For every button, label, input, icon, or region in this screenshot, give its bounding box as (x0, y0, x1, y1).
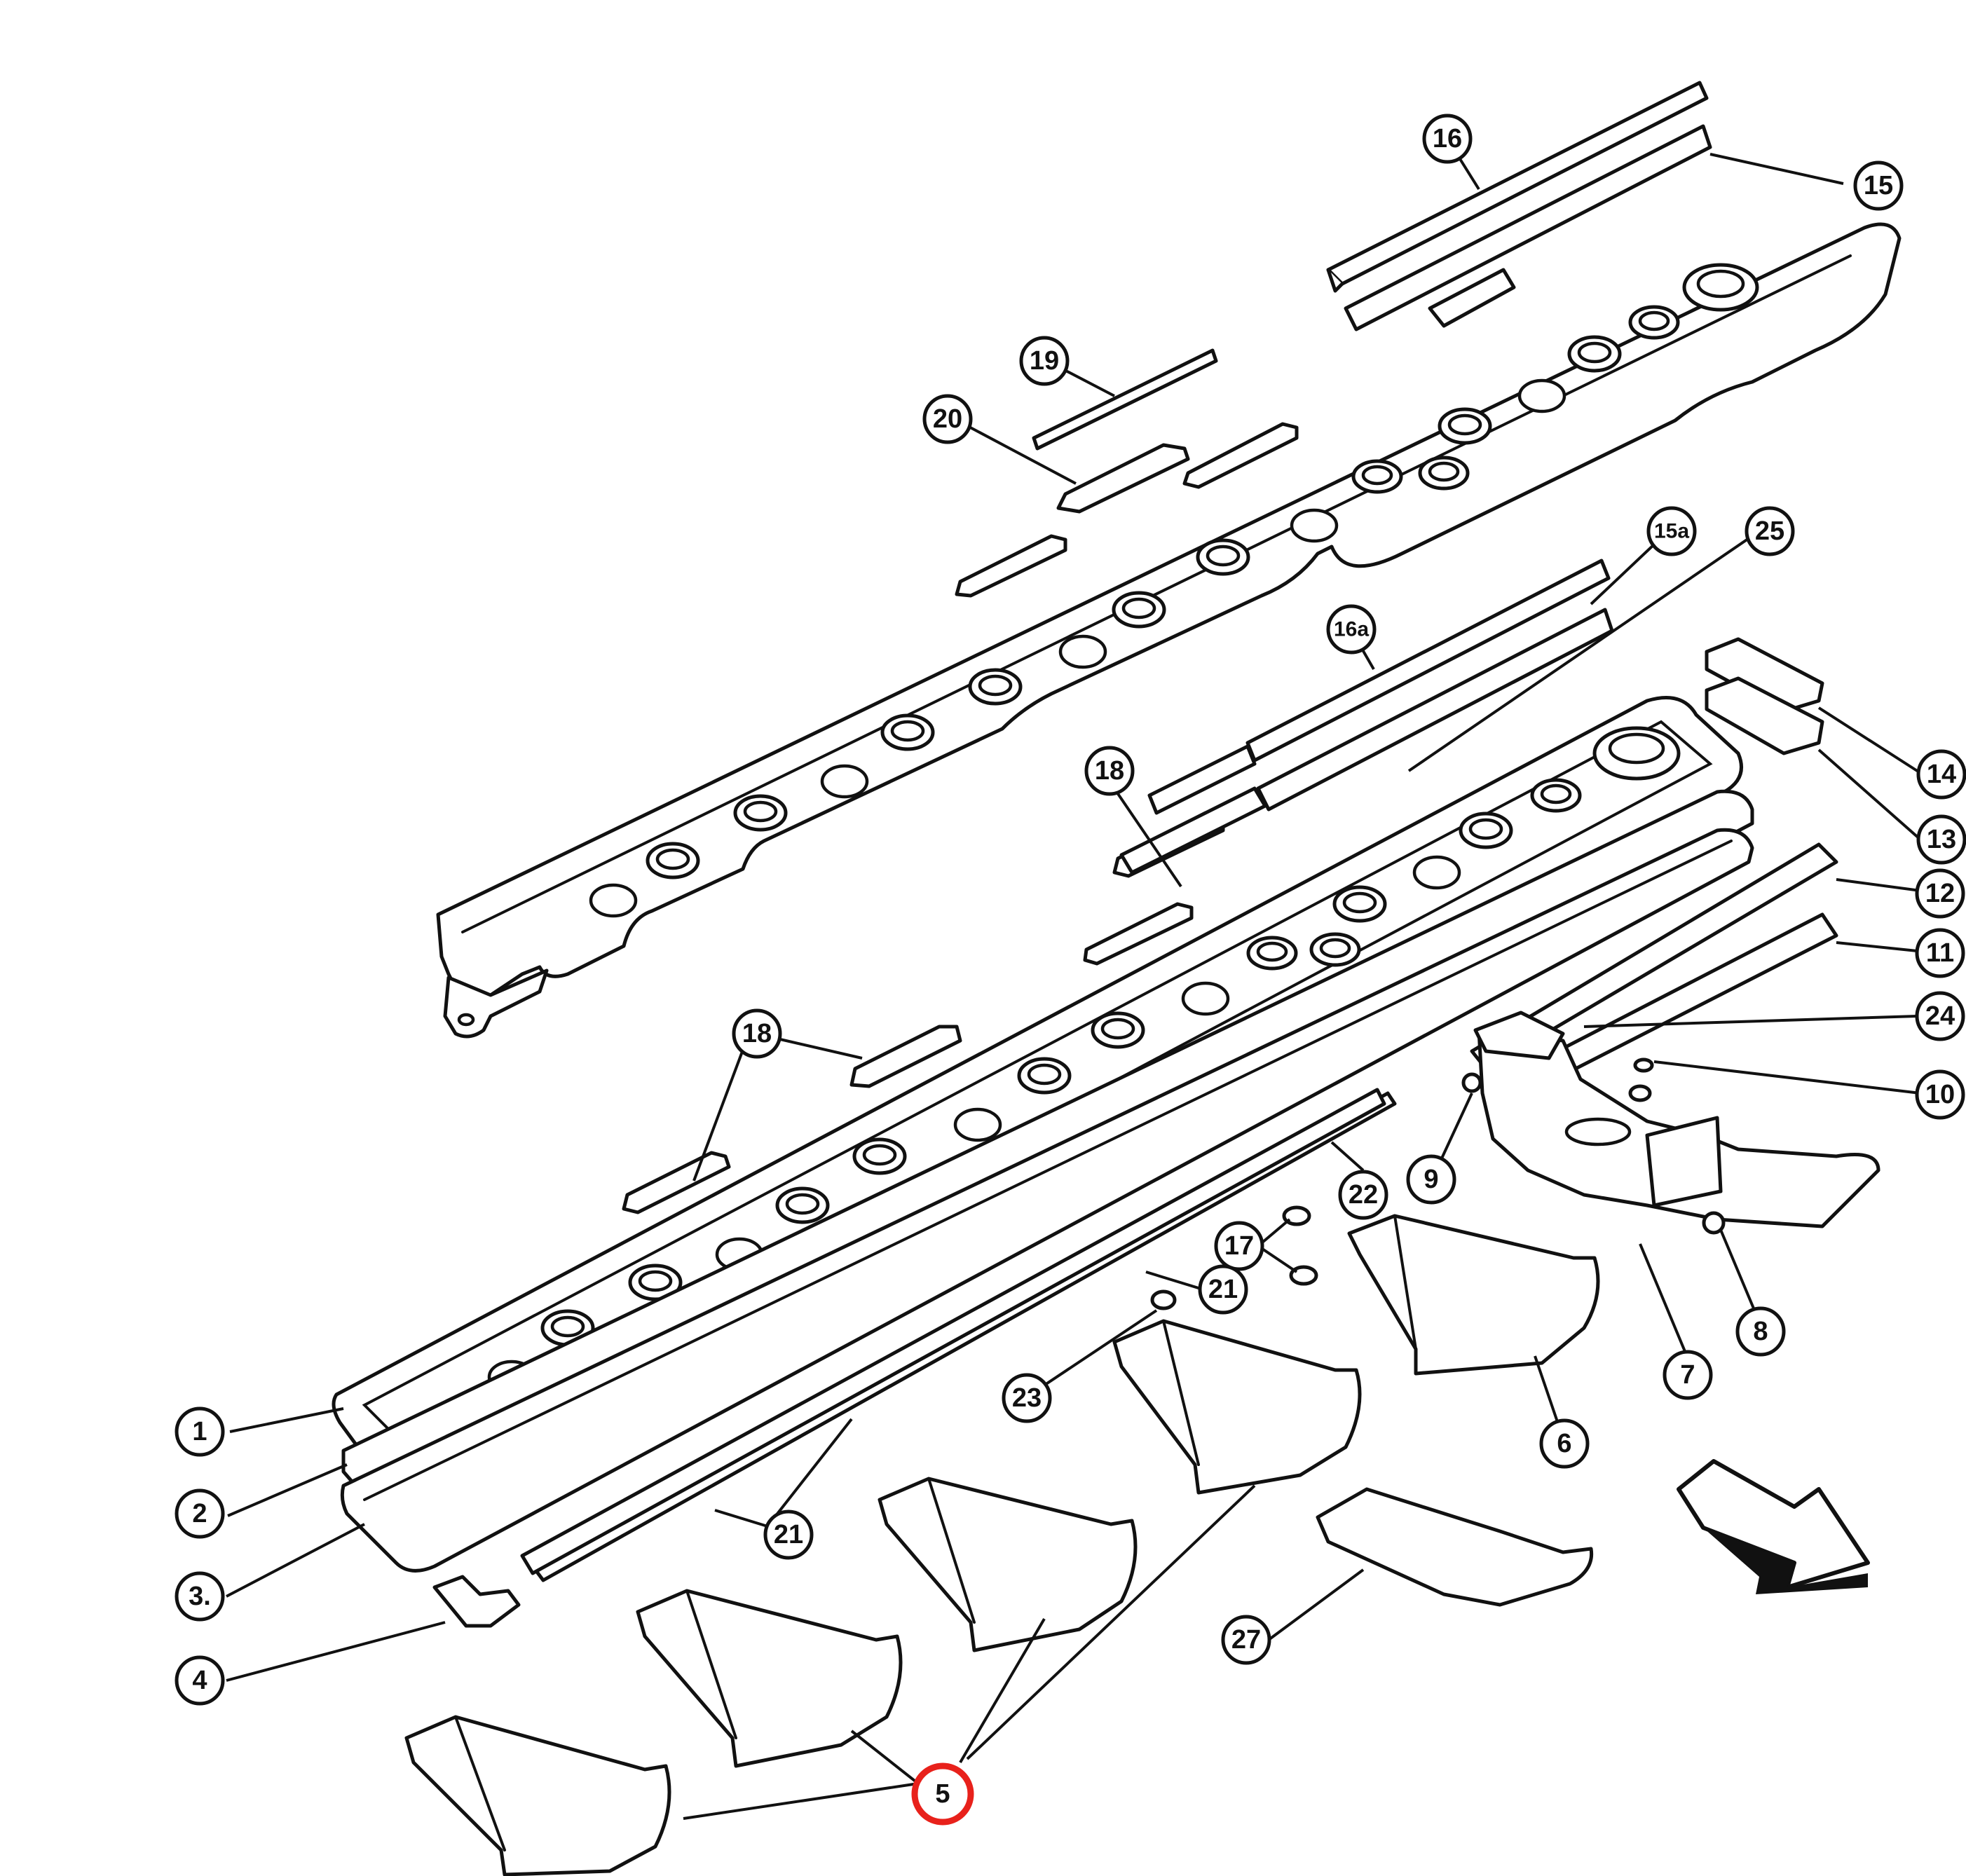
fastener-17 (1282, 1205, 1318, 1286)
bolt-8 (1702, 1211, 1726, 1235)
callout-2: 2 (175, 1488, 225, 1539)
svg-text:1: 1 (192, 1417, 207, 1446)
callout-19: 19 (1019, 336, 1070, 386)
drive-bracket-7 (1477, 1028, 1880, 1228)
svg-text:2: 2 (192, 1499, 207, 1528)
svg-text:17: 17 (1224, 1231, 1254, 1261)
svg-text:5: 5 (935, 1779, 950, 1809)
callout-11: 11 (1915, 928, 1965, 978)
skid-shoe-5-d (404, 1715, 671, 1876)
callout-13: 13 (1916, 814, 1966, 865)
upper-bar-tabs (955, 422, 1299, 598)
callout-17: 17 (1214, 1221, 1264, 1271)
clip-4 (432, 1575, 521, 1628)
callout-16: 16 (1422, 114, 1473, 164)
callout-15a: 15a (1646, 506, 1697, 556)
part-19-strip (1032, 348, 1218, 451)
svg-text:6: 6 (1557, 1429, 1571, 1458)
callout-4: 4 (175, 1655, 225, 1706)
callout-22: 22 (1338, 1170, 1388, 1220)
callout-5-highlighted[interactable]: 5 (911, 1762, 974, 1826)
callout-20: 20 (922, 394, 973, 444)
callout-21-upper: 21 (1198, 1264, 1248, 1315)
rail-16 (1326, 81, 1709, 293)
svg-text:12: 12 (1925, 879, 1955, 908)
direction-arrow-icon (1677, 1459, 1870, 1594)
callout-16a: 16a (1326, 604, 1377, 655)
svg-text:19: 19 (1030, 346, 1059, 376)
svg-text:16a: 16a (1334, 618, 1369, 641)
svg-text:22: 22 (1349, 1180, 1378, 1210)
svg-text:9: 9 (1424, 1165, 1438, 1194)
upper-bar-bosses (589, 263, 1759, 918)
svg-text:4: 4 (192, 1666, 207, 1695)
block-14 (1705, 637, 1824, 713)
upper-cutter-bar (436, 222, 1902, 1039)
svg-text:27: 27 (1231, 1625, 1261, 1655)
svg-text:15: 15 (1864, 171, 1893, 200)
svg-text:21: 21 (1208, 1275, 1238, 1304)
callout-21-lower: 21 (763, 1509, 814, 1560)
skid-shoe-5-b (878, 1477, 1138, 1652)
rail-16a (1147, 559, 1611, 815)
callout-18-upper: 18 (1084, 746, 1135, 796)
svg-text:14: 14 (1927, 760, 1956, 789)
callout-12: 12 (1915, 868, 1965, 919)
callout-27: 27 (1221, 1615, 1271, 1665)
svg-text:23: 23 (1012, 1383, 1042, 1413)
bolt-9 (1461, 1072, 1482, 1093)
lower-bar-bosses (487, 726, 1681, 1395)
callout-9: 9 (1406, 1154, 1456, 1205)
svg-text:13: 13 (1927, 825, 1956, 854)
washer-10 (1628, 1057, 1654, 1102)
callout-1: 1 (175, 1406, 225, 1457)
svg-text:21: 21 (774, 1520, 803, 1549)
callout-23: 23 (1002, 1373, 1052, 1423)
svg-text:20: 20 (933, 404, 962, 434)
svg-text:16: 16 (1433, 124, 1462, 153)
skid-shoe-5-c (636, 1589, 903, 1768)
svg-text:8: 8 (1753, 1317, 1768, 1346)
callout-3: 3. (175, 1571, 225, 1622)
svg-text:15a: 15a (1654, 520, 1689, 543)
callout-10: 10 (1915, 1069, 1965, 1120)
svg-text:24: 24 (1925, 1001, 1955, 1031)
guard-27 (1316, 1487, 1594, 1607)
callout-15: 15 (1853, 160, 1904, 211)
callout-8: 8 (1735, 1306, 1786, 1357)
svg-text:25: 25 (1755, 516, 1784, 546)
svg-text:10: 10 (1925, 1080, 1955, 1109)
callout-7: 7 (1663, 1350, 1713, 1400)
callout-14: 14 (1916, 749, 1966, 800)
svg-text:7: 7 (1680, 1360, 1695, 1390)
strip-21 (520, 1088, 1386, 1575)
svg-text:18: 18 (742, 1019, 772, 1048)
mount-24 (1473, 1011, 1565, 1060)
nut-23 (1150, 1289, 1177, 1310)
callout-25: 25 (1745, 506, 1795, 556)
skid-shoe-5-a (1112, 1319, 1362, 1495)
callout-6: 6 (1539, 1418, 1590, 1469)
skid-shoe-6 (1347, 1214, 1600, 1376)
block-13 (1705, 676, 1824, 755)
rail-15 (1344, 124, 1712, 331)
callout-18-lower: 18 (732, 1008, 782, 1059)
plate-3 (340, 828, 1754, 1573)
svg-text:3.: 3. (189, 1582, 211, 1611)
leader-lines (226, 137, 1932, 1820)
callout-24: 24 (1915, 991, 1965, 1041)
svg-text:11: 11 (1926, 938, 1954, 968)
part-20-bracket (1056, 443, 1190, 514)
svg-text:18: 18 (1095, 756, 1124, 786)
